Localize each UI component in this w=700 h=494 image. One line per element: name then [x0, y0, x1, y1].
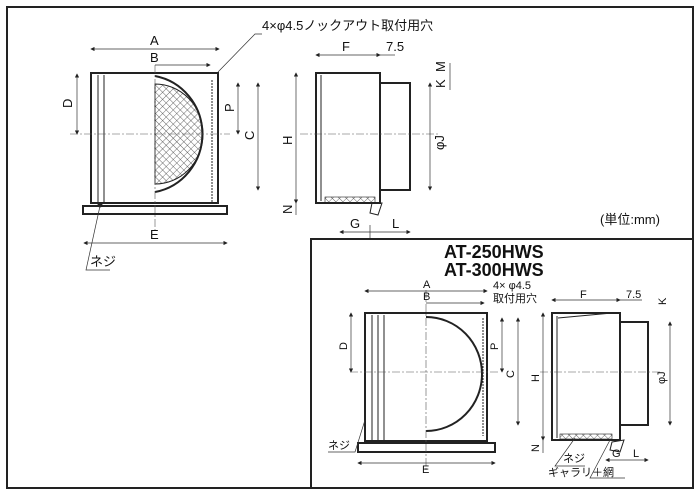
dim-f: F — [342, 39, 350, 54]
inset-dim-h: H — [530, 374, 542, 382]
dim-d: D — [60, 99, 75, 108]
inset-side-view: F 7.5 K H φJ N G L ネジ ギャラリ＋網 — [530, 289, 673, 479]
inset-dim-f: F — [580, 289, 587, 301]
inset-side-screw-label: ネジ — [563, 452, 585, 465]
inset-screw-label: ネジ — [328, 439, 350, 452]
louver-mesh-label: ギャラリ＋網 — [548, 465, 614, 479]
front-view: A B D P C E ネジ 4×φ4.5ノックアウト取付用穴 — [60, 18, 433, 271]
inset-dim-n: N — [530, 444, 542, 452]
model-name-1: AT-250HWS — [444, 242, 544, 262]
inset-dim-j: φJ — [656, 371, 668, 384]
dim-b: B — [150, 50, 159, 65]
side-view: F 7.5 M K H φJ N G L — [280, 39, 451, 238]
inset-dim-c: C — [505, 370, 517, 378]
unit-note: (単位:mm) — [600, 212, 660, 227]
dim-p: P — [222, 103, 237, 112]
inset-panel: AT-250HWS AT-300HWS 4× φ4.5 取付用穴 A B D P… — [310, 238, 694, 489]
inset-dim-e: E — [422, 464, 429, 476]
screw-icon — [97, 202, 103, 208]
knockout-note: 4×φ4.5ノックアウト取付用穴 — [262, 18, 433, 33]
inset-dim-offset: 7.5 — [626, 289, 641, 301]
hole-note-2: 取付用穴 — [493, 291, 537, 305]
dim-e: E — [150, 227, 159, 242]
dim-n: N — [280, 205, 295, 214]
dim-g: G — [350, 216, 360, 231]
inset-dim-a: A — [423, 279, 431, 291]
hole-note-1: 4× φ4.5 — [493, 280, 531, 292]
dim-a: A — [150, 33, 159, 48]
dim-h: H — [280, 136, 295, 145]
inset-dim-g: G — [612, 448, 621, 460]
dim-m: M — [433, 61, 448, 72]
inset-dim-l: L — [633, 448, 639, 460]
dim-c: C — [242, 131, 257, 140]
dim-j: φJ — [432, 135, 447, 150]
dim-offset: 7.5 — [386, 39, 404, 54]
inset-dim-k: K — [657, 297, 669, 305]
dim-l: L — [392, 216, 399, 231]
screw-label: ネジ — [90, 254, 116, 269]
inset-dim-p: P — [489, 343, 501, 350]
duct — [379, 82, 411, 191]
inset-dim-b: B — [423, 291, 430, 303]
model-name-2: AT-300HWS — [444, 260, 544, 280]
dim-k: K — [433, 79, 448, 88]
sheet-border — [6, 6, 694, 489]
inset-front-view: A B D P C E ネジ — [328, 279, 521, 476]
inset-dim-d: D — [338, 342, 350, 350]
